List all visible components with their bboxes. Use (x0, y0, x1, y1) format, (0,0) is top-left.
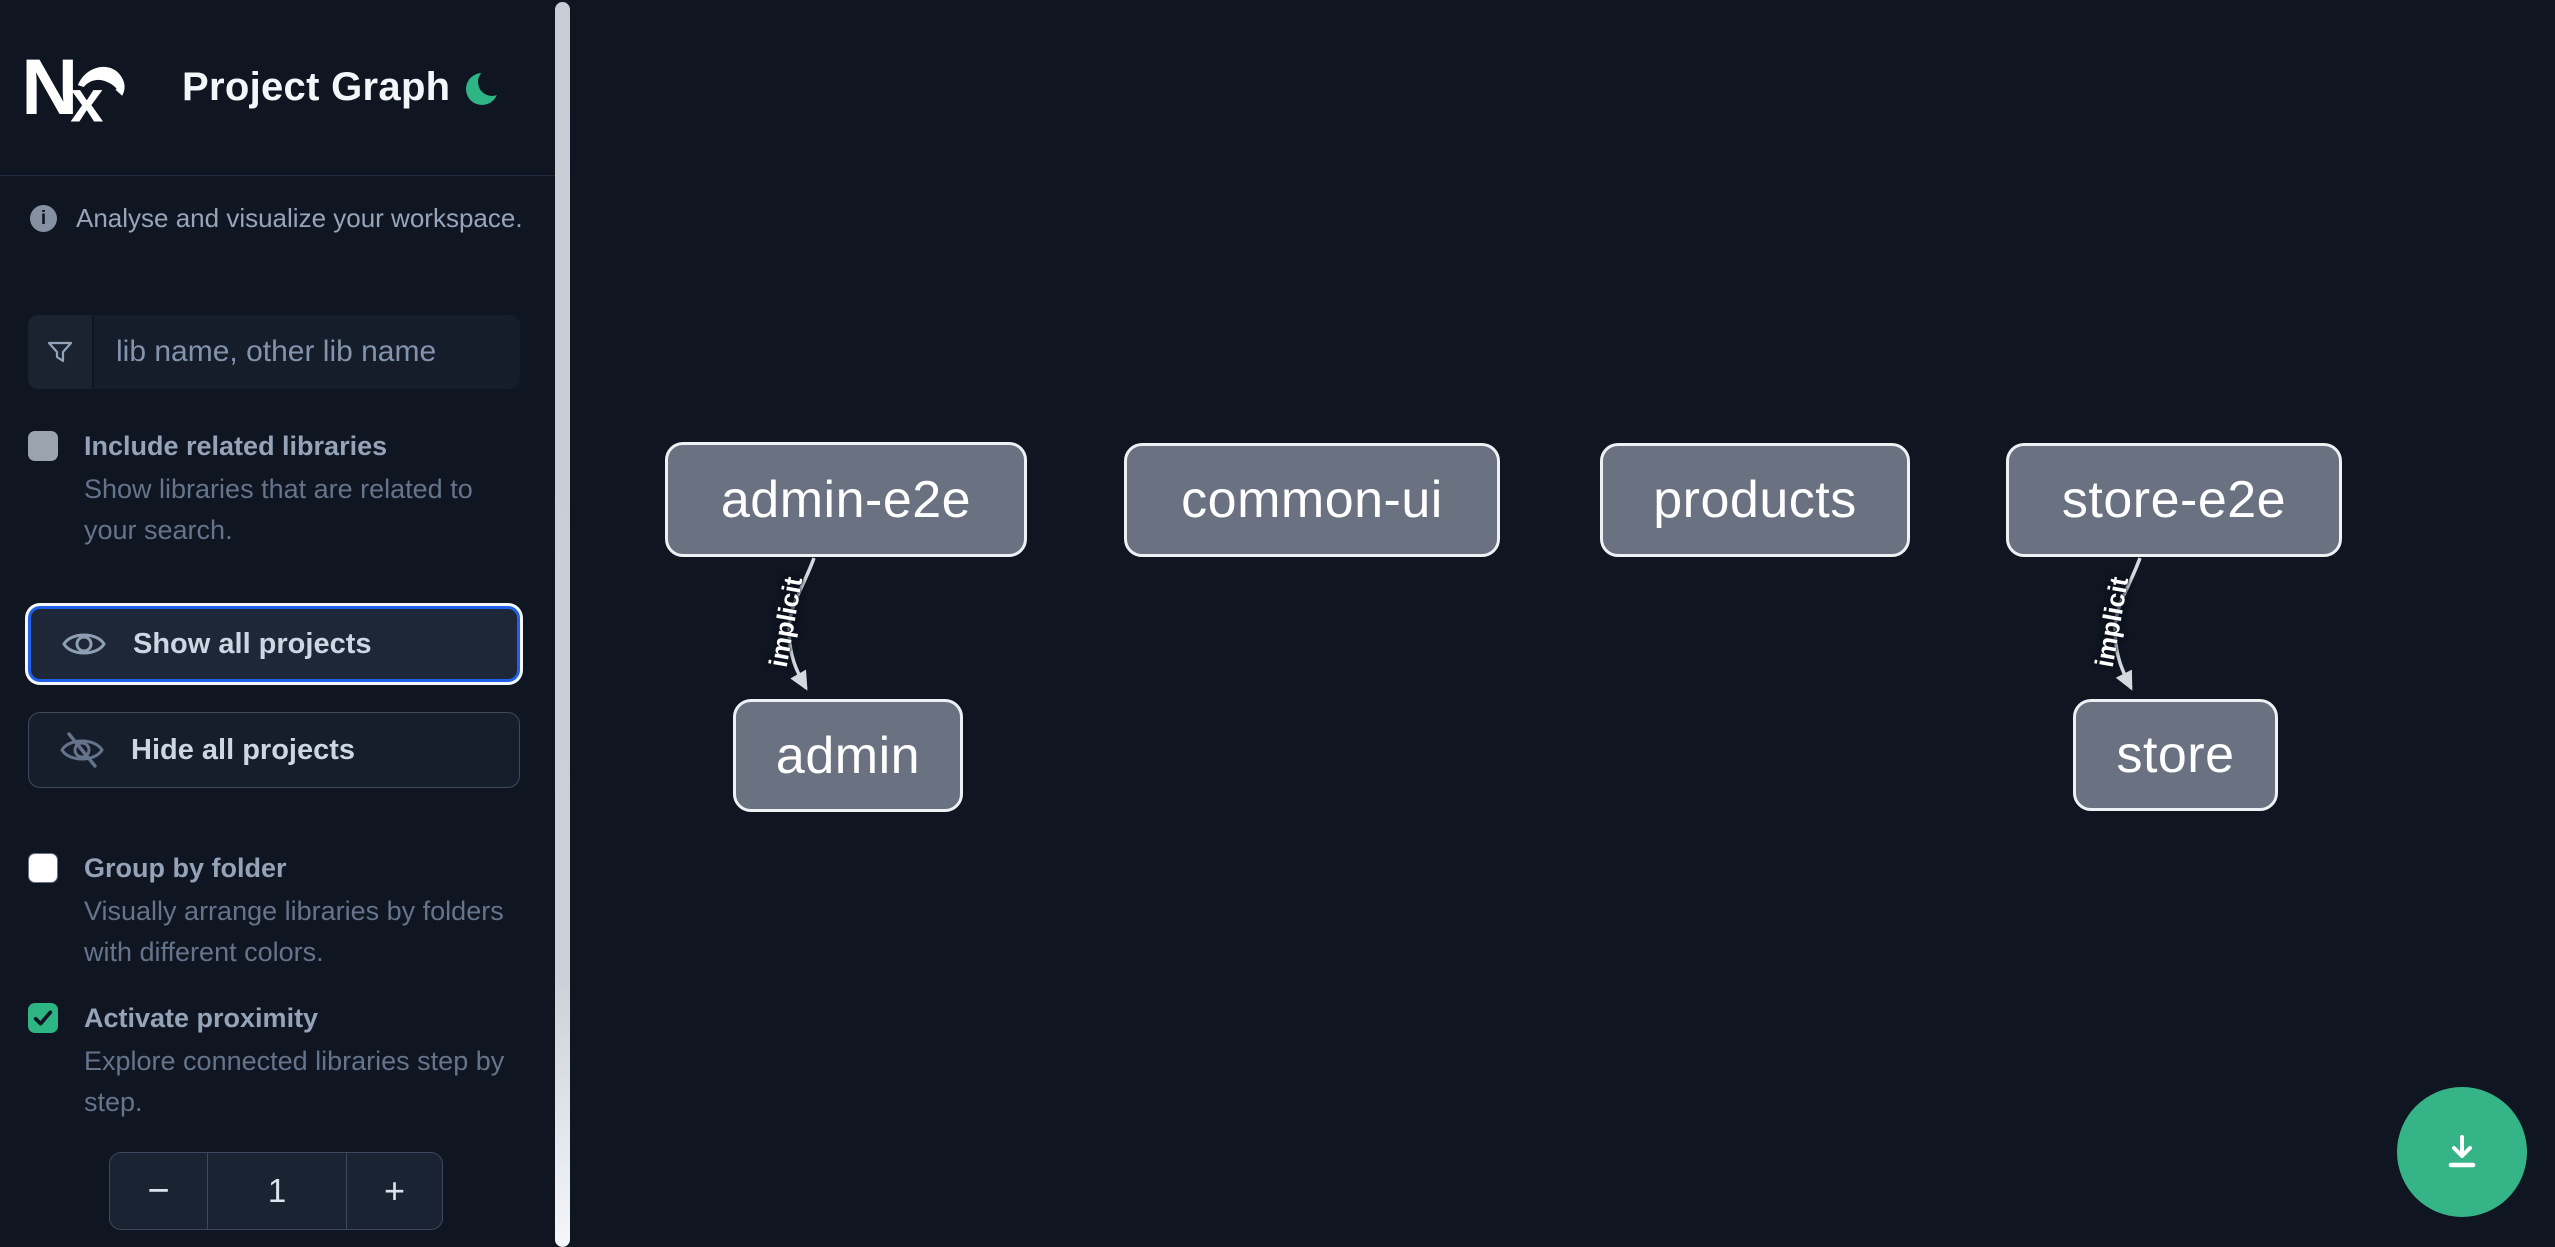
hide-all-projects-button[interactable]: Hide all projects (28, 712, 520, 788)
graph-node-admin[interactable]: admin (733, 699, 963, 812)
include-related-row: Include related libraries Show libraries… (28, 428, 498, 551)
eye-slash-icon (59, 732, 105, 768)
check-icon (33, 1010, 53, 1026)
group-by-folder-row: Group by folder Visually arrange librari… (28, 850, 504, 973)
theme-toggle-button[interactable] (463, 67, 505, 109)
include-related-label: Include related libraries (84, 431, 388, 461)
eye-icon (61, 627, 107, 661)
sidebar-header: N x Project Graph (0, 0, 557, 176)
proximity-depth-stepper: − 1 + (109, 1152, 443, 1230)
proximity-depth-value[interactable]: 1 (207, 1153, 347, 1229)
search-box (28, 315, 520, 389)
graph-node-store[interactable]: store (2073, 699, 2278, 811)
activate-proximity-row: Activate proximity Explore connected lib… (28, 1000, 504, 1123)
proximity-increment-button[interactable]: + (383, 1170, 406, 1211)
hide-all-projects-label: Hide all projects (131, 733, 356, 766)
info-icon: i (30, 205, 57, 232)
activate-proximity-description: Explore connected libraries step by step… (84, 1046, 505, 1117)
sidebar: N x Project Graph i Analyse and visualiz… (0, 0, 557, 1247)
group-by-folder-label: Group by folder (84, 853, 287, 883)
graph-canvas[interactable] (557, 0, 2555, 1247)
info-text: Analyse and visualize your workspace. (76, 203, 523, 233)
download-graph-button[interactable] (2397, 1087, 2527, 1217)
group-by-folder-checkbox[interactable] (28, 853, 58, 883)
proximity-decrement-button[interactable]: − (147, 1169, 170, 1212)
sidebar-scrollbar[interactable] (555, 2, 570, 1247)
funnel-icon (28, 315, 94, 389)
moon-icon (466, 67, 505, 105)
show-all-projects-button[interactable]: Show all projects (28, 606, 520, 682)
group-by-folder-description: Visually arrange libraries by folders wi… (84, 896, 504, 967)
show-all-projects-label: Show all projects (133, 627, 372, 660)
download-icon (2448, 1135, 2476, 1168)
graph-node-admin-e2e[interactable]: admin-e2e (665, 442, 1027, 557)
graph-node-products[interactable]: products (1600, 443, 1910, 557)
nx-logo: N x (26, 50, 125, 126)
activate-proximity-checkbox[interactable] (28, 1003, 58, 1033)
include-related-description: Show libraries that are related to your … (84, 474, 473, 545)
page-title: Project Graph (182, 65, 451, 109)
svg-text:N: N (26, 50, 78, 126)
graph-node-store-e2e[interactable]: store-e2e (2006, 443, 2342, 557)
activate-proximity-label: Activate proximity (84, 1003, 319, 1033)
include-related-checkbox[interactable] (28, 431, 58, 461)
search-input[interactable] (94, 315, 520, 389)
graph-node-common-ui[interactable]: common-ui (1124, 443, 1500, 557)
workspace-info: i Analyse and visualize your workspace. (30, 203, 523, 234)
